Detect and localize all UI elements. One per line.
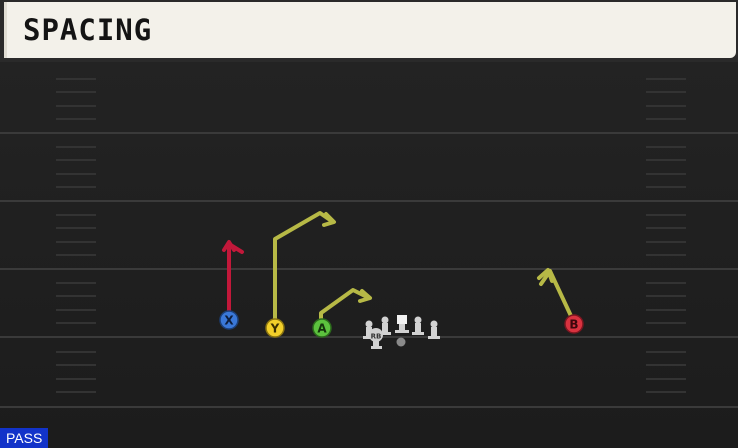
route-y-arrow [322, 212, 336, 227]
header-bar: SPACING [0, 0, 738, 62]
route-x-arrow [222, 240, 236, 252]
running-back-icon [369, 328, 383, 349]
route-b-arrow [537, 268, 554, 283]
route-a [319, 288, 371, 322]
hash-marks-right [646, 78, 686, 393]
lineman-icon [363, 320, 375, 339]
receiver-a-marker[interactable]: A [312, 318, 332, 338]
x-button-label: X [224, 314, 234, 328]
play-title: SPACING [23, 13, 153, 47]
b-button-label: B [569, 318, 578, 332]
receiver-b-marker[interactable]: B [564, 314, 584, 334]
field-surface [0, 62, 738, 448]
a-button-label: A [317, 322, 327, 336]
route-y [273, 211, 335, 326]
hash-marks-left [56, 78, 96, 393]
y-button-label: Y [270, 322, 280, 336]
title-card: SPACING [4, 2, 736, 58]
yard-lines [0, 132, 738, 408]
lineman-icon [428, 320, 440, 339]
receiver-x-marker[interactable]: X [219, 310, 239, 330]
quarterback-marker [396, 337, 406, 347]
play-field: RB X Y A B [0, 62, 738, 448]
offensive-formation [363, 315, 440, 349]
lineman-icon [379, 316, 391, 335]
receiver-y-marker[interactable]: Y [265, 318, 285, 338]
route-a-arrow [358, 289, 372, 303]
center-icon [395, 315, 409, 333]
lineman-icon [412, 316, 424, 335]
rb-label: RB [371, 333, 382, 341]
play-type-badge: PASS [0, 428, 49, 448]
